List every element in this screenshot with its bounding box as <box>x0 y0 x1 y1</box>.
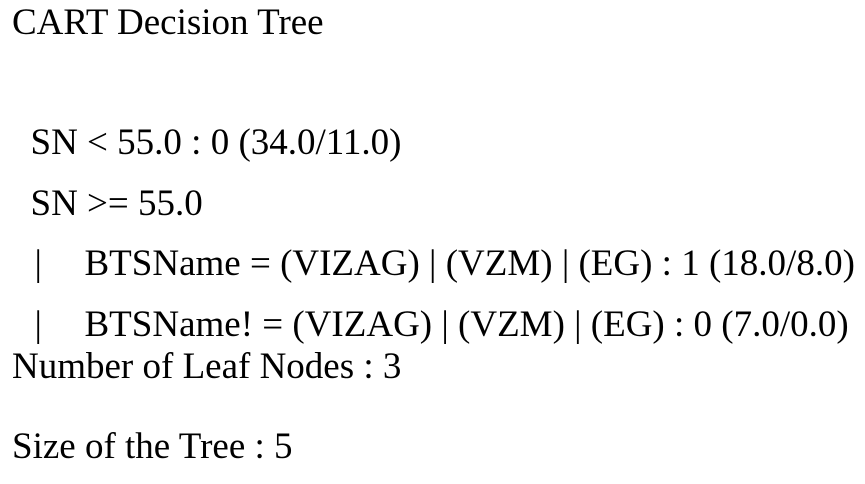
tree-branch-marker: | <box>34 243 42 284</box>
rule-line: SN >= 55.0 <box>12 141 203 225</box>
rule-line-nested: | BTSName! = (VIZAG) | (VZM) | (EG) : 0 (… <box>12 262 849 346</box>
tree-branch-marker: | <box>34 304 42 345</box>
tree-size-stat: Size of the Tree : 5 <box>12 426 293 467</box>
rule-text: BTSName = (VIZAG) | (VZM) | (EG) : 1 (18… <box>84 243 855 284</box>
rule-line-nested: | BTSName = (VIZAG) | (VZM) | (EG) : 1 (1… <box>12 201 855 285</box>
rule-line: SN < 55.0 : 0 (34.0/11.0) <box>12 80 402 164</box>
leaf-nodes-stat: Number of Leaf Nodes : 3 <box>12 346 402 387</box>
rule-text: SN < 55.0 : 0 (34.0/11.0) <box>30 122 402 163</box>
page-title: CART Decision Tree <box>12 2 324 43</box>
rule-text: SN >= 55.0 <box>30 183 203 224</box>
rule-text: BTSName! = (VIZAG) | (VZM) | (EG) : 0 (7… <box>84 304 849 345</box>
